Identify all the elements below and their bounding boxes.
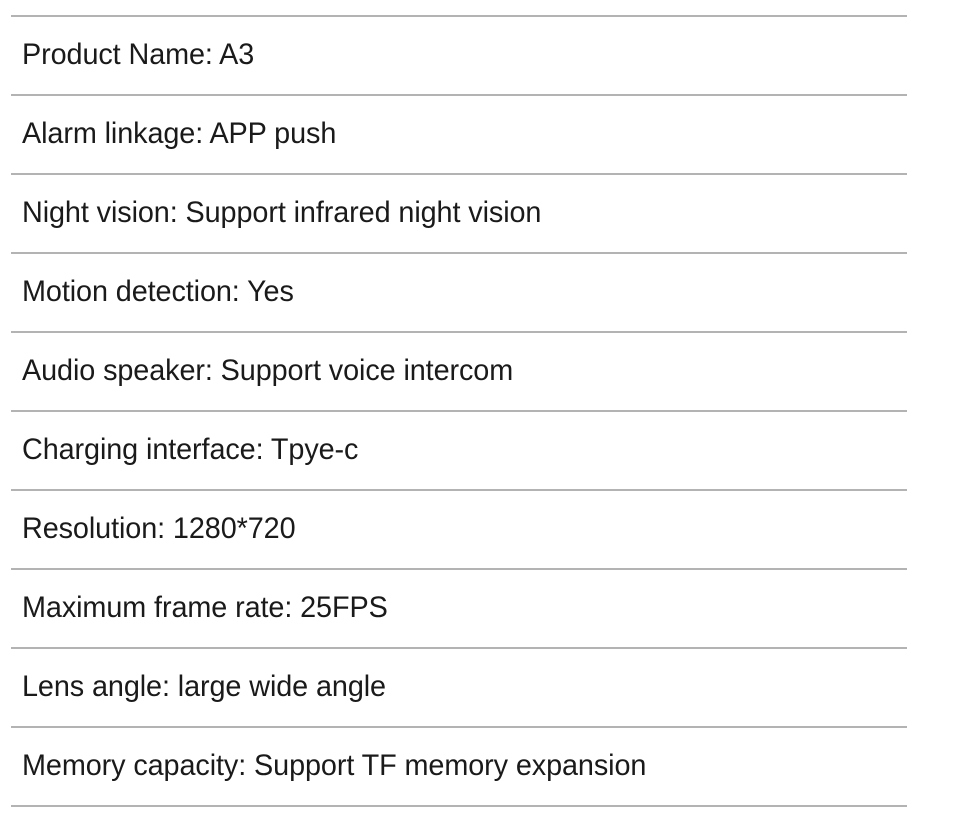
- spec-row-label: Product Name: A3: [22, 37, 255, 71]
- list-item: Charging interface: Tpye-c: [0, 410, 960, 489]
- row-divider: [11, 410, 907, 412]
- list-item: Lens angle: large wide angle: [0, 647, 960, 726]
- list-item: Resolution: 1280*720: [0, 489, 960, 568]
- spec-row-label: Memory capacity: Support TF memory expan…: [22, 748, 647, 782]
- spec-row-label: Night vision: Support infrared night vis…: [22, 195, 542, 229]
- list-item: Alarm linkage: APP push: [0, 94, 960, 173]
- row-divider: [11, 647, 907, 649]
- list-item: Audio speaker: Support voice intercom: [0, 331, 960, 410]
- row-divider: [11, 331, 907, 333]
- spec-row-label: Motion detection: Yes: [22, 274, 294, 308]
- spec-row-label: Resolution: 1280*720: [22, 511, 296, 545]
- list-item: Memory capacity: Support TF memory expan…: [0, 726, 960, 805]
- spec-row-label: Maximum frame rate: 25FPS: [22, 590, 388, 624]
- spec-row-label: Lens angle: large wide angle: [22, 669, 386, 703]
- row-divider: [11, 15, 907, 17]
- list-end-divider: [11, 805, 907, 807]
- row-divider: [11, 252, 907, 254]
- row-divider: [11, 726, 907, 728]
- spec-row-label: Charging interface: Tpye-c: [22, 432, 359, 466]
- list-item: Maximum frame rate: 25FPS: [0, 568, 960, 647]
- row-divider: [11, 489, 907, 491]
- list-item: Motion detection: Yes: [0, 252, 960, 331]
- list-item: Product Name: A3: [0, 15, 960, 94]
- spec-row-label: Alarm linkage: APP push: [22, 116, 337, 150]
- row-divider: [11, 94, 907, 96]
- row-divider: [11, 173, 907, 175]
- list-item: Night vision: Support infrared night vis…: [0, 173, 960, 252]
- row-divider: [11, 568, 907, 570]
- spec-row-label: Audio speaker: Support voice intercom: [22, 353, 514, 387]
